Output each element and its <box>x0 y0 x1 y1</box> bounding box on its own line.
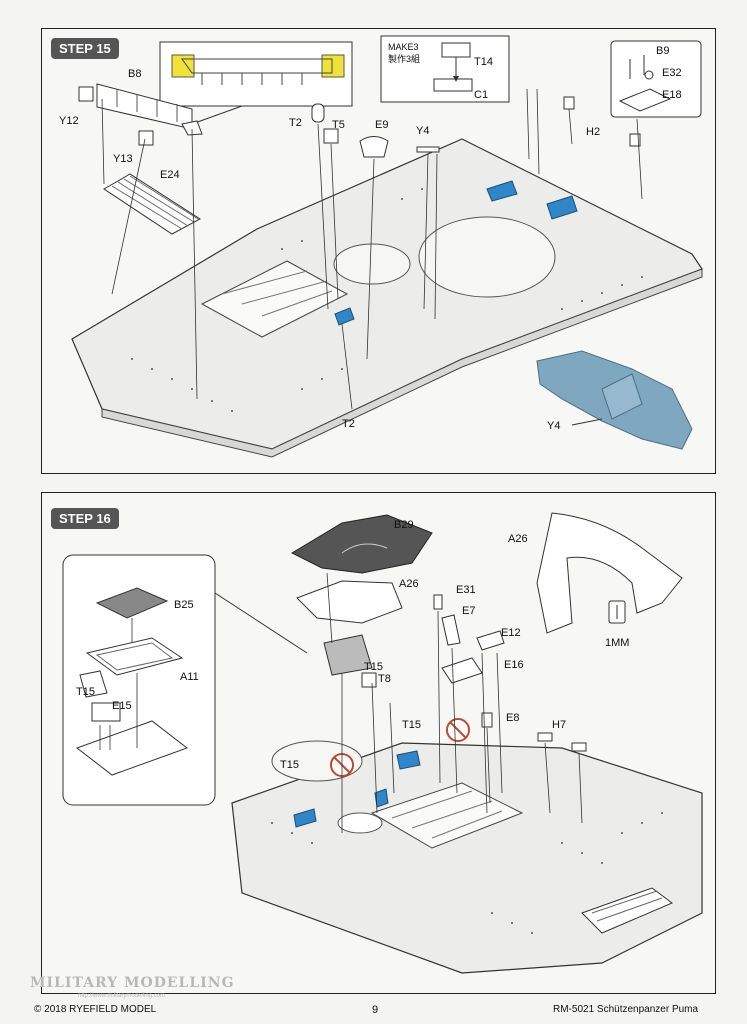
label-e7: E7 <box>462 605 476 617</box>
label-t15-left: T15 <box>280 759 299 771</box>
label-t2-bottom: T2 <box>342 418 355 430</box>
part-t14 <box>441 42 471 58</box>
make3-label-jp: 製作3組 <box>388 54 421 64</box>
hull-rivets <box>131 188 643 412</box>
label-a26-detail: A26 <box>508 533 528 545</box>
footer-copyright: © 2018 RYEFIELD MODEL <box>34 1004 157 1015</box>
part-t5 <box>323 128 339 144</box>
yellow-tab-right <box>321 54 345 78</box>
label-e15: E15 <box>112 700 132 712</box>
label-t2-top: T2 <box>289 117 302 129</box>
label-a11: A11 <box>180 671 199 683</box>
footer-product: RM-5021 Schützenpanzer Puma <box>553 1004 699 1015</box>
part-y4-small <box>416 146 440 153</box>
assembly-guide-lines <box>101 88 643 410</box>
part-e9 <box>359 136 389 158</box>
part-c1 <box>433 78 473 92</box>
label-t5: T5 <box>332 119 345 131</box>
label-a26: A26 <box>399 578 419 590</box>
label-e24: E24 <box>160 169 180 181</box>
label-b29: B29 <box>394 519 414 531</box>
label-h7: H7 <box>552 719 567 731</box>
label-e32: E32 <box>662 67 682 79</box>
watermark-url: http://www.militarymodelling.com <box>78 993 166 999</box>
label-h2: H2 <box>586 126 601 138</box>
label-y4-small: Y4 <box>416 125 430 137</box>
engine-deck-grille-16 <box>370 782 524 849</box>
label-b25: B25 <box>174 599 194 611</box>
label-t8: T8 <box>378 673 391 685</box>
engine-deck-grille <box>200 260 349 338</box>
label-e16: E16 <box>504 659 524 671</box>
label-c1: C1 <box>474 89 489 101</box>
turret-ring <box>418 216 556 298</box>
label-y12: Y12 <box>59 115 79 127</box>
label-e31: E31 <box>456 584 476 596</box>
label-e18: E18 <box>662 89 682 101</box>
page-number: 9 <box>372 1004 379 1016</box>
part-e31 <box>433 594 443 610</box>
blue-part-1 <box>486 180 518 202</box>
label-t15-top: T15 <box>364 661 383 673</box>
part-e7 <box>441 614 461 646</box>
part-y12 <box>78 86 94 102</box>
blue-t15-left <box>293 808 317 828</box>
part-y13 <box>138 130 154 146</box>
step-15-drawing <box>71 35 703 458</box>
part-h7-a <box>537 732 553 742</box>
step-16-badge: STEP 16 <box>51 508 119 529</box>
step-15-panel: STEP 15 <box>41 28 716 474</box>
hull16-rivets <box>271 812 663 934</box>
part-t15-inset-box <box>91 702 121 722</box>
make3-label: MAKE3 <box>388 42 419 52</box>
label-e8: E8 <box>506 712 520 724</box>
step-16-drawing <box>62 512 703 974</box>
part-h2-right <box>629 133 641 147</box>
label-e9: E9 <box>375 119 389 131</box>
part-b25 <box>95 587 169 619</box>
part-a26-detail <box>536 512 683 634</box>
blue-t15-right <box>396 750 421 770</box>
label-1mm: 1MM <box>605 637 630 649</box>
part-h7-b <box>571 742 587 752</box>
part-e8 <box>481 712 493 728</box>
label-t14: T14 <box>474 56 493 68</box>
part-e15 <box>75 720 189 776</box>
part-box <box>323 634 373 676</box>
label-e12: E12 <box>501 627 521 639</box>
label-b8: B8 <box>128 68 142 80</box>
part-h2-top <box>563 96 575 110</box>
step-15-badge: STEP 15 <box>51 38 119 59</box>
label-y4-detail: Y4 <box>547 420 561 432</box>
step-16-panel: STEP 16 <box>41 492 716 994</box>
part-e12 <box>476 630 505 651</box>
label-b9: B9 <box>656 45 670 57</box>
label-t15-mid: T15 <box>402 719 421 731</box>
part-e16 <box>441 657 483 684</box>
part-a26 <box>296 580 403 624</box>
label-y13: Y13 <box>113 153 133 165</box>
watermark-title: MILITARY MODELLING <box>30 975 235 991</box>
yellow-tab-left <box>171 54 195 78</box>
blue-part-2 <box>546 195 578 220</box>
part-e32 <box>644 70 654 80</box>
part-e18 <box>618 88 672 112</box>
label-t15-inset: T15 <box>76 686 95 698</box>
assembly-guide-lines-16 <box>326 572 583 833</box>
blue-part-3 <box>334 307 355 326</box>
part-t2-top <box>311 103 325 123</box>
